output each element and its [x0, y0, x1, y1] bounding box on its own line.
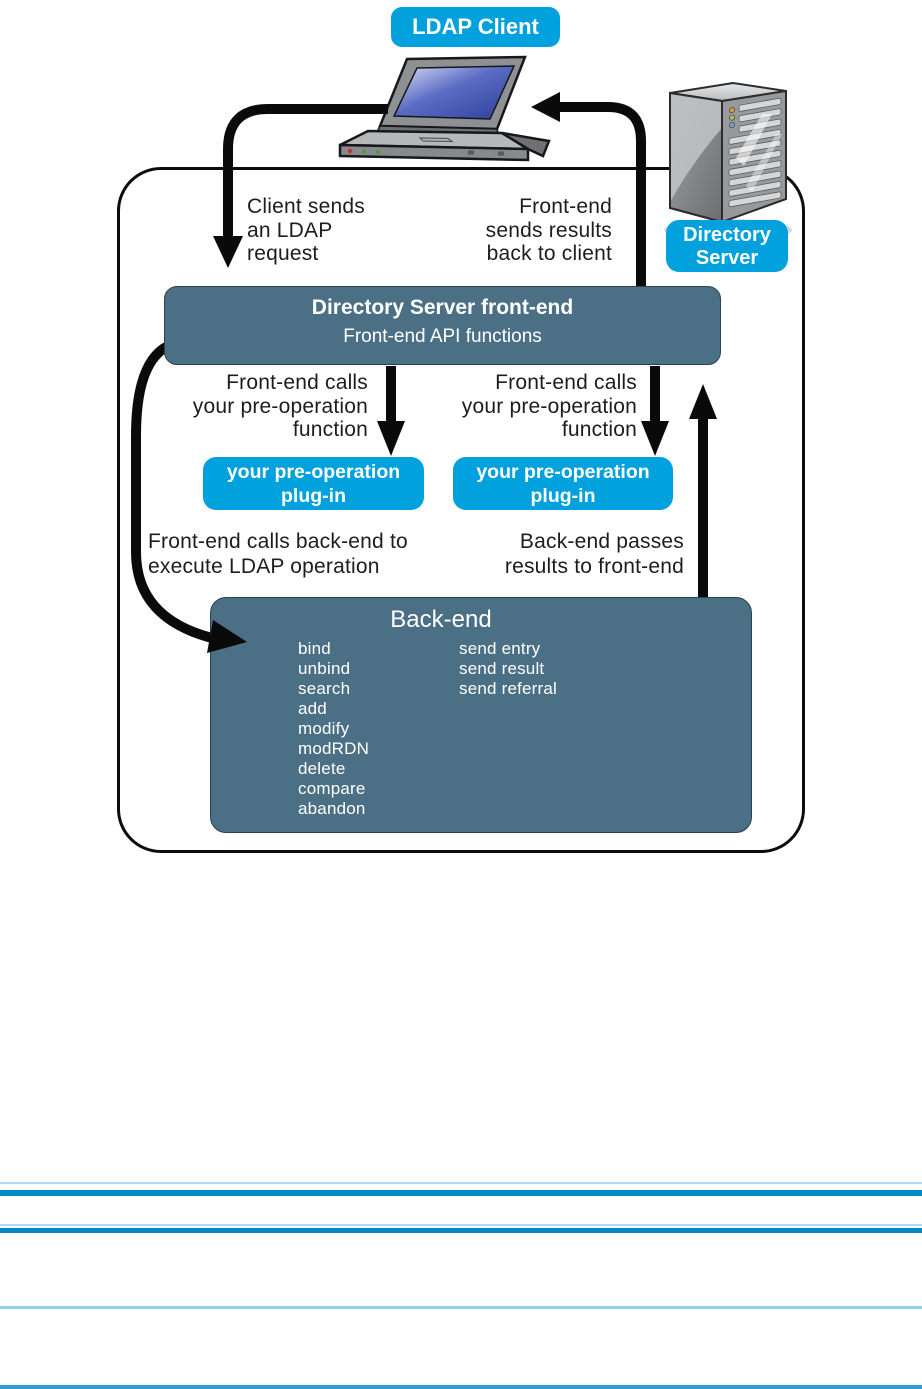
footer-rule-dark-1	[0, 1190, 922, 1196]
arrow-results-to-client	[531, 92, 646, 287]
arrow-frontend-to-backend	[131, 341, 214, 643]
backend-operation: modRDN	[298, 739, 370, 758]
label-backend-results: Back-end passes results to front-end	[504, 530, 684, 578]
backend-operation: search	[298, 679, 351, 698]
label-results-to-client: Front-end sends results back to client	[485, 195, 612, 265]
frontend-title: Directory Server front-end	[311, 296, 574, 319]
backend-operation: compare	[298, 779, 366, 798]
footer-rule-light-3	[0, 1306, 922, 1309]
backend-send-function: send referral	[459, 679, 558, 698]
backend-send-functions-list: send entry send result send referral	[459, 639, 557, 699]
backend-operation: modify	[298, 719, 350, 738]
arrow-frontend-to-left-plugin	[377, 366, 405, 456]
backend-title: Back-end	[390, 606, 492, 633]
label-calls-preop-right: Front-end calls your pre-operation funct…	[461, 371, 637, 441]
label-calls-preop-left: Front-end calls your pre-operation funct…	[192, 371, 368, 441]
backend-operation: delete	[298, 759, 346, 778]
backend-operation: abandon	[298, 799, 366, 818]
preop-plugin-box-left: your pre-operation plug-in	[203, 457, 424, 510]
arrow-frontend-to-backend-head	[207, 620, 247, 653]
ldap-client-badge: LDAP Client	[391, 7, 560, 47]
frontend-box: Directory Server front-end Front-end API…	[164, 286, 721, 365]
label-client-request: Client sends an LDAP request	[247, 195, 365, 265]
backend-operations-list: bind unbind search add modify modRDN del…	[298, 639, 369, 819]
preop-plugin-box-right: your pre-operation plug-in	[453, 457, 673, 510]
arrow-backend-to-frontend	[689, 384, 717, 597]
footer-rule-bottom	[0, 1385, 922, 1389]
laptop-icon	[338, 55, 551, 162]
backend-box: Back-end bind unbind search add modify m…	[210, 597, 752, 833]
directory-server-boundary-box	[117, 167, 805, 853]
backend-operation: unbind	[298, 659, 351, 678]
backend-send-function: send entry	[459, 639, 541, 658]
arrow-frontend-to-right-plugin	[641, 366, 669, 456]
label-calls-backend: Front-end calls back-end to execute LDAP…	[148, 530, 408, 578]
arrow-client-request	[213, 104, 388, 268]
backend-operation: add	[298, 699, 327, 718]
frontend-api-label: Front-end API functions	[343, 326, 542, 347]
footer-rule-light-2	[0, 1224, 922, 1226]
footer-rule-light-1	[0, 1182, 922, 1184]
directory-server-badge: Directory Server	[666, 220, 788, 272]
backend-send-function: send result	[459, 659, 545, 678]
footer-rule-dark-2	[0, 1228, 922, 1233]
backend-operation: bind	[298, 639, 331, 658]
